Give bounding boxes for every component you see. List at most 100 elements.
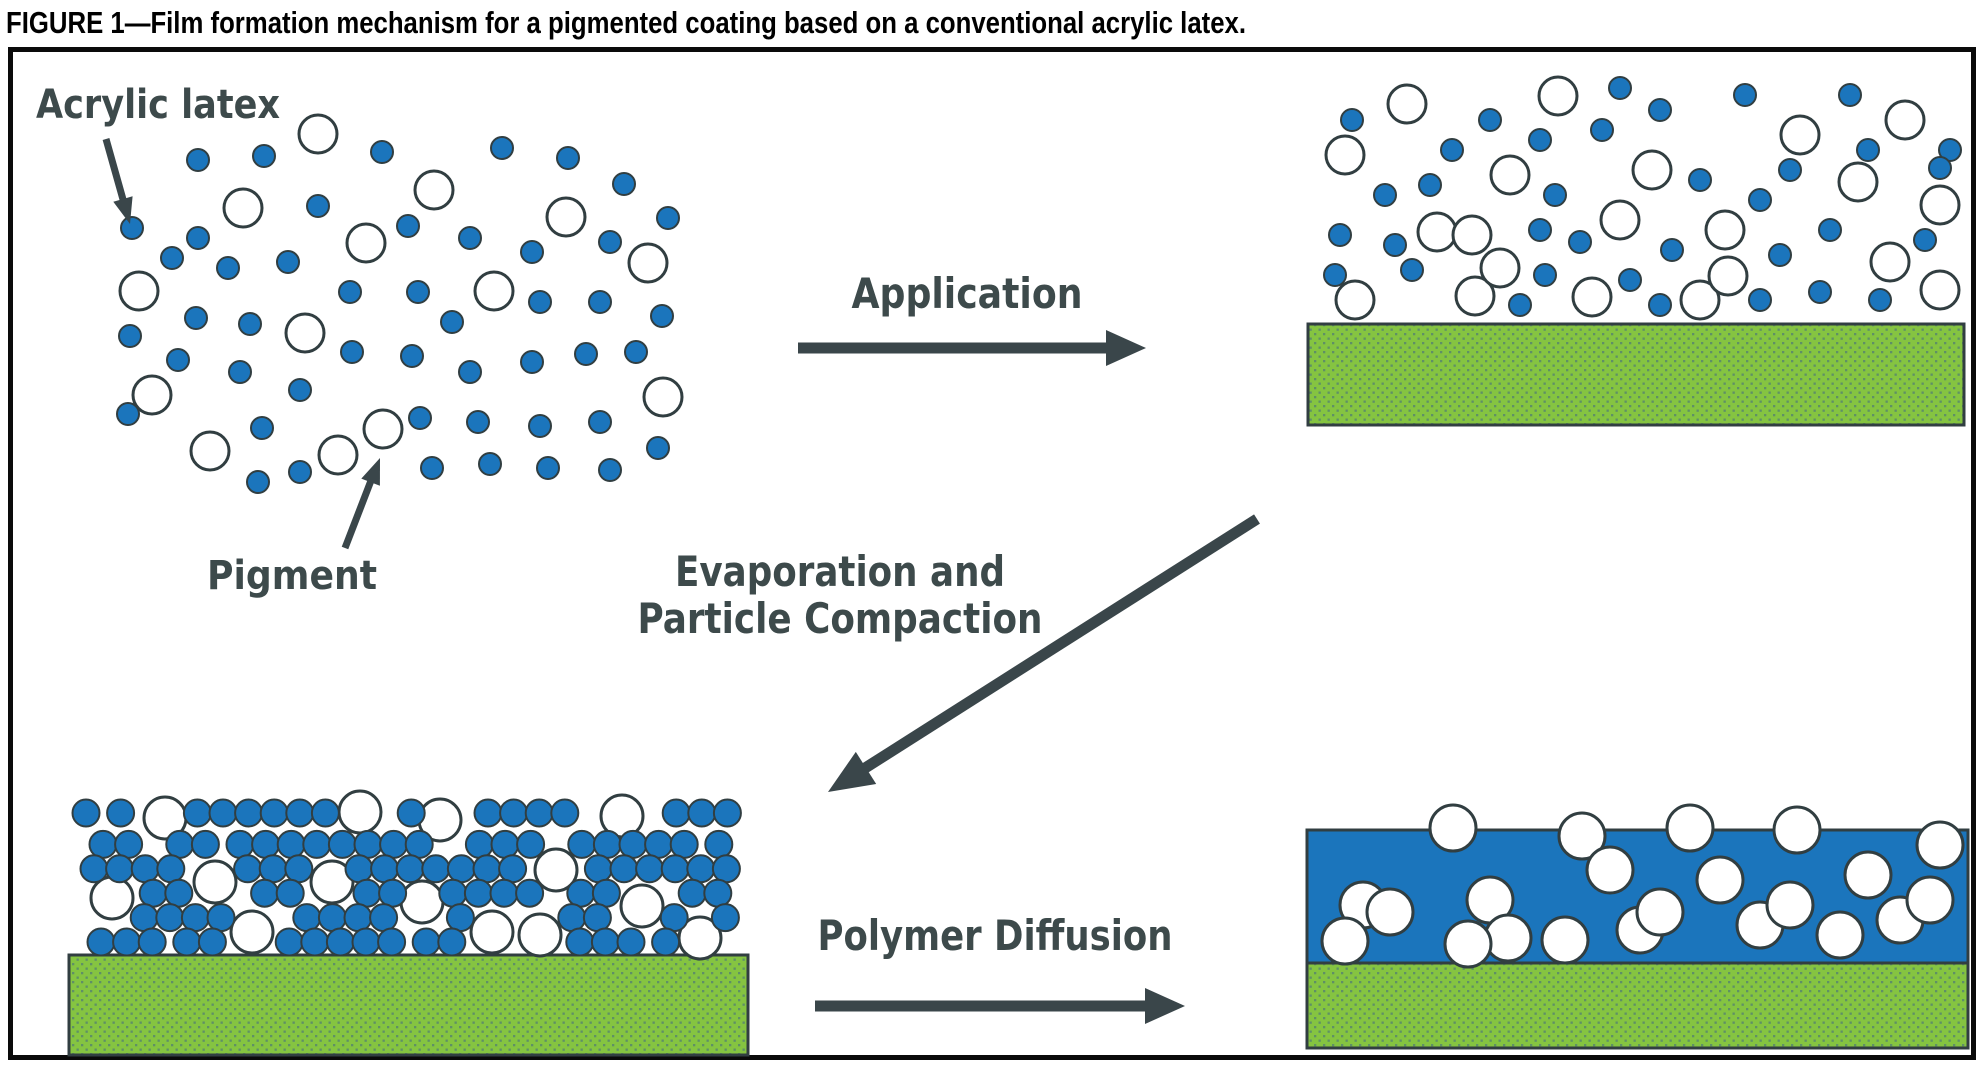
latex-particle xyxy=(710,903,740,933)
latex-particle xyxy=(116,402,140,426)
latex-particle xyxy=(288,460,312,484)
latex-particle xyxy=(411,927,441,957)
latex-particle xyxy=(489,878,519,908)
latex-particle xyxy=(490,136,514,160)
latex-particle xyxy=(437,927,467,957)
latex-particle xyxy=(79,854,109,884)
pigment-particle xyxy=(1884,99,1926,141)
latex-particle xyxy=(445,903,475,933)
pigment-particle xyxy=(1905,875,1955,925)
latex-particle xyxy=(190,829,220,859)
latex-particle xyxy=(473,798,503,828)
latex-particle xyxy=(420,456,444,480)
latex-particle xyxy=(370,140,394,164)
latex-particle xyxy=(556,146,580,170)
pigment-particle xyxy=(1585,845,1635,895)
latex-particle xyxy=(609,854,639,884)
pigment-particle xyxy=(1665,803,1715,853)
latex-particle xyxy=(404,829,434,859)
pigment-pointer-arrow xyxy=(341,476,376,550)
latex-particle xyxy=(598,458,622,482)
pigment-particle xyxy=(1324,134,1366,176)
latex-particle xyxy=(1808,280,1832,304)
latex-particle xyxy=(129,903,159,933)
polymer-diffusion-arrowhead xyxy=(1145,988,1185,1024)
latex-particle xyxy=(86,927,116,957)
latex-particle xyxy=(635,854,665,884)
pigment-particle xyxy=(1451,214,1493,256)
latex-particle xyxy=(1688,168,1712,192)
latex-particle xyxy=(344,854,374,884)
pigment-particle xyxy=(89,875,135,921)
latex-particle xyxy=(155,903,185,933)
latex-particle xyxy=(225,829,255,859)
latex-particle xyxy=(1568,230,1592,254)
latex-particle xyxy=(624,340,648,364)
latex-particle xyxy=(656,206,680,230)
pigment-particle xyxy=(345,222,387,264)
latex-particle xyxy=(1938,138,1962,162)
latex-particle xyxy=(206,903,236,933)
label-acrylic-latex: Acrylic latex xyxy=(36,82,280,128)
latex-particle xyxy=(1778,158,1802,182)
latex-particle xyxy=(105,854,135,884)
latex-particle xyxy=(186,148,210,172)
latex-particle xyxy=(352,878,382,908)
latex-particle xyxy=(440,310,464,334)
latex-particle xyxy=(1328,223,1352,247)
latex-particle xyxy=(370,854,400,884)
latex-particle xyxy=(660,854,690,884)
pigment-particle xyxy=(362,408,404,450)
latex-particle xyxy=(644,829,674,859)
latex-particle xyxy=(1323,263,1347,287)
pigment-particle xyxy=(337,789,383,835)
latex-particle xyxy=(565,927,595,957)
latex-particle xyxy=(250,416,274,440)
pigment-particle xyxy=(1334,279,1376,321)
latex-particle xyxy=(234,798,264,828)
evaporation-arrowhead xyxy=(828,751,877,792)
pigment-particle xyxy=(1320,916,1370,966)
latex-particle xyxy=(1478,108,1502,132)
latex-particle xyxy=(1733,83,1757,107)
pigment-particle xyxy=(1707,255,1749,297)
latex-particle xyxy=(520,240,544,264)
figure-frame xyxy=(8,47,1976,1060)
latex-particle xyxy=(406,280,430,304)
label-evaporation-line2: Particle Compaction xyxy=(638,594,1043,643)
latex-particle xyxy=(343,903,373,933)
latex-particle xyxy=(490,829,520,859)
pigment-particle xyxy=(1704,209,1746,251)
latex-particle xyxy=(408,406,432,430)
latex-particle xyxy=(478,452,502,476)
latex-particle xyxy=(71,798,101,828)
latex-particle xyxy=(325,927,355,957)
latex-particle xyxy=(274,927,304,957)
pigment-particles-applied xyxy=(1324,75,1961,321)
latex-particles-dispersion xyxy=(116,136,680,494)
pigment-particle xyxy=(1483,913,1533,963)
latex-particle xyxy=(499,798,529,828)
pigment-particle xyxy=(1386,83,1428,125)
latex-particle xyxy=(1838,83,1862,107)
latex-particle xyxy=(284,854,314,884)
latex-particle xyxy=(338,280,362,304)
latex-particle xyxy=(446,854,476,884)
latex-particle xyxy=(591,878,621,908)
latex-particle xyxy=(1818,218,1842,242)
application-arrowhead xyxy=(1106,330,1146,366)
pigment-particles-compacted xyxy=(89,789,723,961)
pigment-particle xyxy=(533,847,579,893)
latex-particle xyxy=(165,829,195,859)
latex-particle xyxy=(369,903,399,933)
latex-particle xyxy=(704,829,734,859)
latex-particle xyxy=(276,250,300,274)
pigment-particle xyxy=(1489,154,1531,196)
pigment-particle xyxy=(1843,850,1893,900)
latex-particle xyxy=(661,798,691,828)
pigment-particle xyxy=(1443,919,1493,969)
latex-particles-applied xyxy=(1323,76,1962,317)
pigment-particle xyxy=(1428,803,1478,853)
latex-particle xyxy=(259,798,289,828)
latex-particle xyxy=(1528,218,1552,242)
